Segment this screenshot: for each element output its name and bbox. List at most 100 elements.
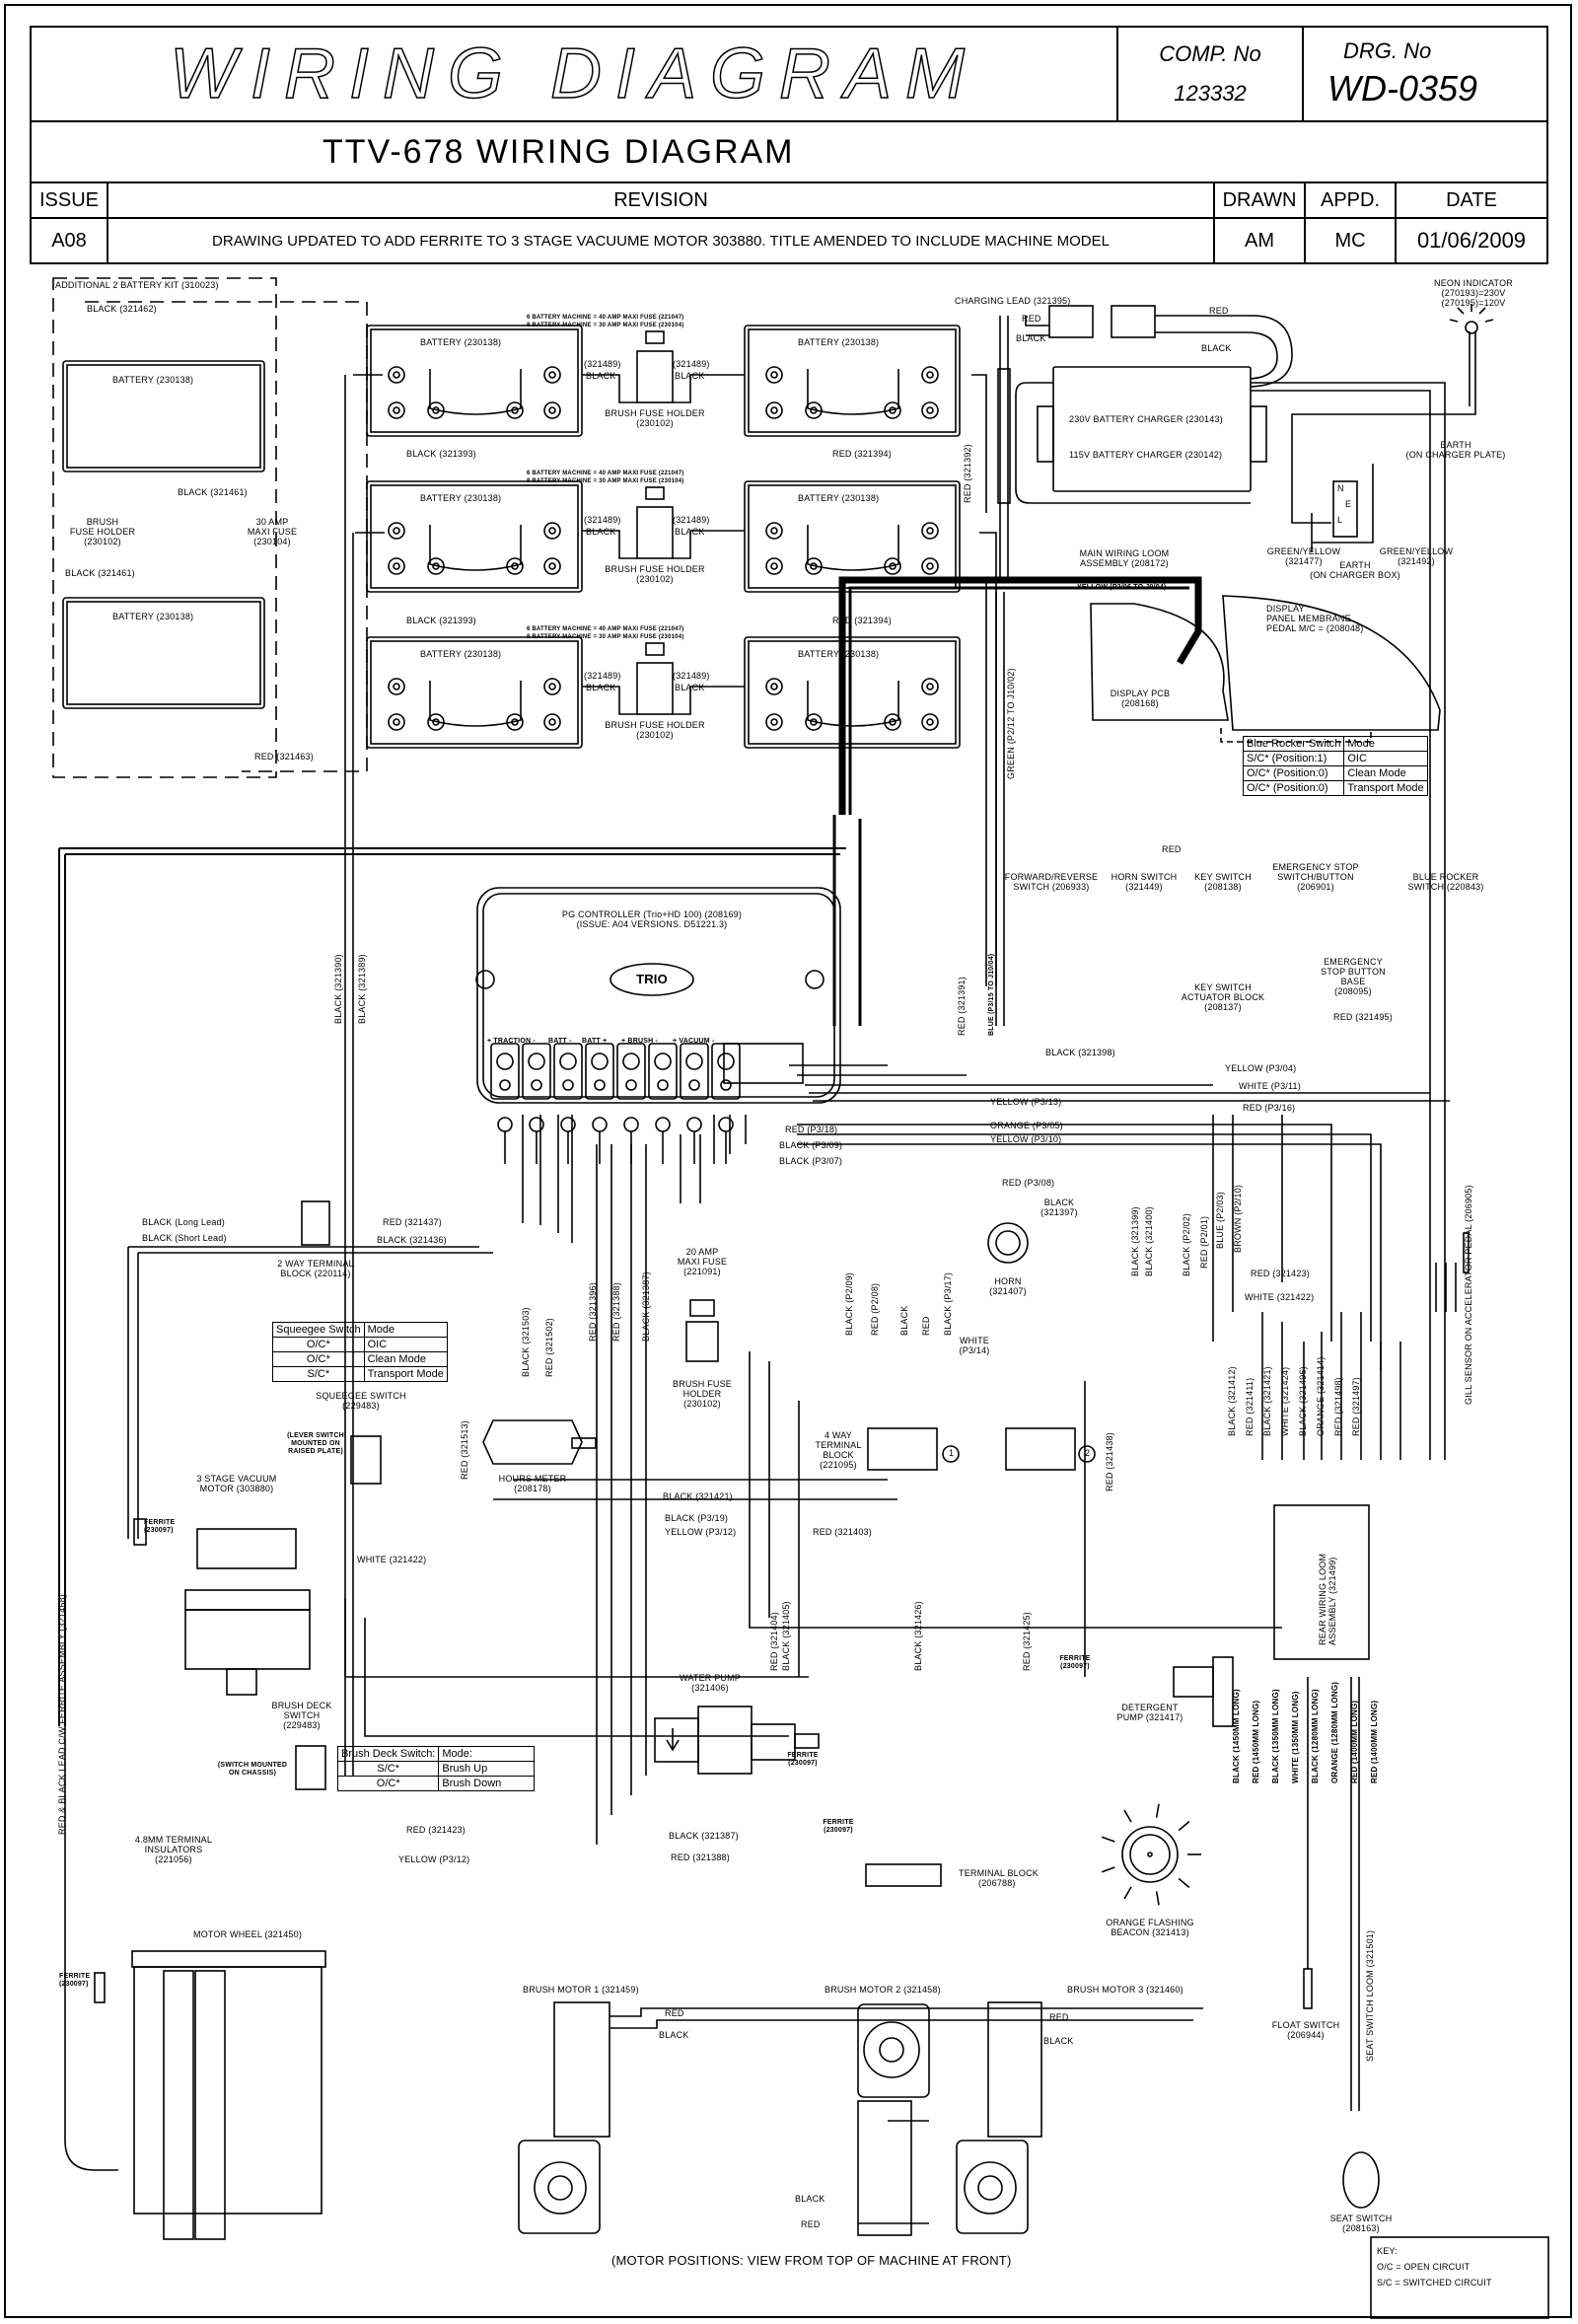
brush-deck-table-cell: Brush Up [438,1761,536,1777]
squeegee-table-header-mode: Mode [363,1322,448,1338]
wire-blue-p2-03: BLUE (P2/03) [1215,1192,1225,1249]
beacon-ray [1155,1891,1160,1906]
wire-red-321423-b: RED (321423) [406,1825,466,1835]
fuse-link-wire-label: BLACK [586,683,616,692]
rear-lead-length-label: WHITE (1350MM LONG) [1291,1691,1300,1783]
hours-meter-body [482,1419,583,1465]
battery-terminal [765,401,783,419]
battery-terminal-core [926,406,934,414]
wire-red-321391: RED (321391) [957,977,967,1036]
fuse-link-wire-label: BLACK [586,527,616,537]
wire-red-321396: RED (321396) [588,1282,598,1342]
ring-terminal [592,1117,608,1132]
wire-black-p3-07: BLACK (P3/07) [779,1156,843,1166]
controller-terminal-1 [490,1043,520,1100]
fuse-note: 6 BATTERY MACHINE = 40 AMP MAXI FUSE (22… [527,626,684,632]
charger-bracket-left [1037,405,1054,463]
pg-controller-inner [482,893,835,1098]
brush-deck-table-header-mode: Mode: [438,1746,536,1762]
battery-terminal [921,713,939,731]
fuse-link-wire-label: (321489) [673,359,710,369]
float-switch-label: FLOAT SWITCH(206944) [1271,2020,1340,2040]
battery-terminal [765,522,783,540]
battery-3-label: BATTERY (230138) [420,493,502,503]
socket-e: E [1345,499,1352,509]
battery-terminal-core [548,527,556,535]
wire-black-321461-b: BLACK (321461) [65,568,135,578]
rear-lead-length-label: RED (1400MM LONG) [1370,1700,1379,1783]
date-value: 01/06/2009 [1416,228,1527,253]
horn-grille [995,1230,1021,1256]
earth-charger-box-label: EARTH(ON CHARGER BOX) [1310,560,1400,580]
float-switch-body [1303,1968,1313,2009]
fuse-note: 8 BATTERY MACHINE = 30 AMP MAXI FUSE (23… [527,634,684,640]
battery-5 [366,636,583,749]
beacon-ray [1101,1866,1115,1873]
battery-terminal-core [548,562,556,570]
gill-sensor-label: GILL SENSOR ON ACCELERATOR PEDAL (206905… [1464,1185,1473,1405]
rear-loom-wire-label: RED (321498) [1333,1377,1343,1436]
fuse-link-wire-label: (321489) [673,671,710,681]
key-open-circuit: O/C = OPEN CIRCUIT [1377,2262,1470,2272]
brush-deck-table-header: Brush Deck Switch: [336,1746,440,1762]
charging-plug-left [1048,305,1094,338]
charger-bracket-right [1250,405,1267,463]
wire-black-321399: BLACK (321399) [1130,1206,1140,1276]
vacuum-motor-drawing [133,1518,311,1696]
fuse-link-wire-label: (321489) [673,515,710,525]
wire-black-321387-b: BLACK (321387) [669,1831,739,1841]
wire-red-321438: RED (321438) [1105,1432,1114,1491]
drg-no-label: DRG. No [1343,38,1432,63]
battery-terminal-core [926,562,934,570]
battery-terminal-core [926,527,934,535]
battery-kit-2-label: BATTERY (230138) [112,612,194,621]
controller-terminal-4 [585,1043,614,1100]
battery-terminal [884,557,901,575]
hours-meter-label: HOURS METER(208178) [498,1474,567,1493]
date-header-text: DATE [1446,188,1497,211]
beacon-ray [1155,1803,1160,1818]
brush-motor-2-red: RED [801,2219,821,2229]
bank-wire-left [344,374,385,1776]
wire-black-short-lead: BLACK (Short Lead) [142,1233,227,1243]
terminal-block-206788 [865,1863,942,1887]
blue-rocker-table-header-mode: Mode [1343,736,1428,752]
key-box [1370,2236,1549,2319]
controller-terminal-8 [711,1043,741,1100]
motor-wheel-label: MOTOR WHEEL (321450) [193,1929,303,1939]
seat-switch-label: SEAT SWITCH(208163) [1329,2214,1393,2233]
wire-red-p2-08: RED (P2/08) [870,1282,880,1336]
horn-body [987,1222,1029,1264]
neon-rays [1449,304,1494,323]
wire-red-321513: RED (321513) [460,1420,469,1480]
charger-mains-wires [1251,382,1446,1460]
battery-terminal-core [511,562,519,570]
rear-loom-wire-label: WHITE (321424) [1280,1366,1290,1436]
squeegee-table-cell: S/C* [272,1366,365,1382]
wire-green-p2-12: GREEN (P2/12 TO J10/02) [1006,668,1016,779]
brush-motor-wires [610,2007,1203,2224]
wire-red-321392: RED (321392) [963,444,972,503]
battery-terminal-core [393,562,400,570]
battery-terminal [921,678,939,695]
battery-terminal [921,522,939,540]
wire-brown-p2-10: BROWN (P2/10) [1233,1184,1243,1253]
battery-5-label: BATTERY (230138) [420,649,502,659]
squeegee-table-cell: Clean Mode [363,1351,448,1367]
wire-white-p3-11: WHITE (P3/11) [1239,1081,1301,1091]
drawn-value: AM [1245,229,1274,252]
battery-charger-box [1052,366,1252,492]
battery-1 [366,325,583,437]
wire-red-top: RED [1162,844,1182,854]
battery-terminal-core [810,718,818,726]
neon-indicator-wire [1291,331,1476,524]
mount-hole-right [805,970,825,989]
squeegee-switch-body [350,1435,382,1485]
socket-l: L [1337,515,1343,525]
brush-motor-1-label: BRUSH MOTOR 1 (321459) [523,1985,639,1995]
battery-terminal [427,713,445,731]
